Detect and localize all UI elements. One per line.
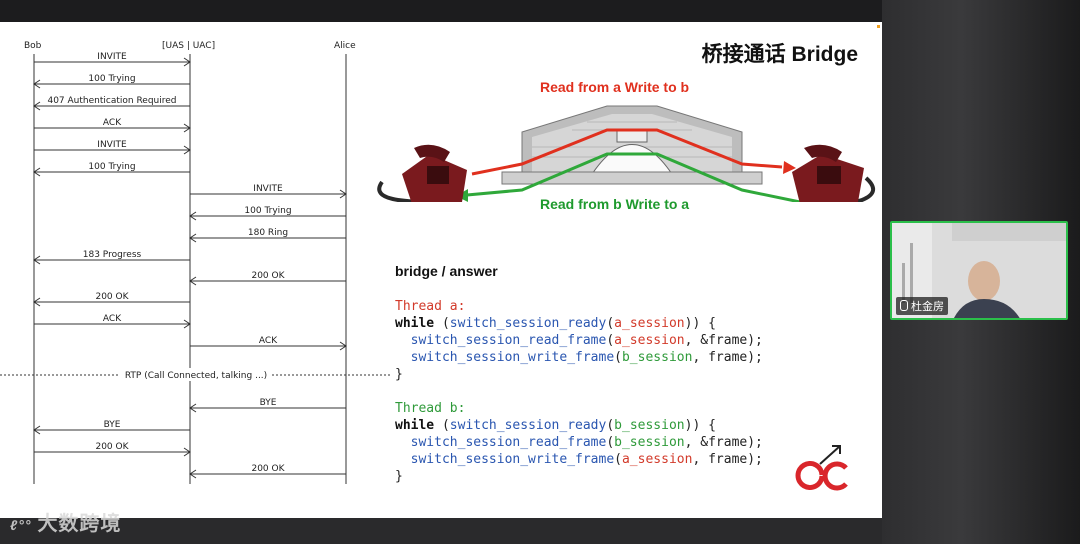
sequence-arrowhead — [33, 79, 41, 89]
sequence-message-label: INVITE — [97, 52, 127, 62]
lane-uas-uac: [UAS | UAC] — [162, 41, 215, 51]
sequence-arrowhead — [183, 123, 191, 133]
sequence-arrowhead — [183, 145, 191, 155]
bottom-bar — [0, 518, 882, 544]
sip-sequence-diagram: Bob [UAS | UAC] Alice INVITE 100 Trying 40… — [0, 41, 390, 484]
sequence-message-label: ACK — [259, 336, 278, 346]
bridge-illustration — [377, 105, 875, 202]
sequence-arrowhead — [339, 189, 347, 199]
sequence-arrowhead — [189, 211, 197, 221]
sequence-arrowhead — [339, 341, 347, 351]
lane-alice: Alice — [334, 41, 356, 51]
sequence-arrowhead — [33, 167, 41, 177]
bridge-bottom-label: Read from b Write to a — [540, 196, 690, 212]
sequence-message-label: 100 Trying — [88, 74, 135, 84]
code-title: bridge / answer — [395, 263, 498, 279]
sequence-arrowhead — [33, 101, 41, 111]
sequence-message-label: INVITE — [253, 184, 283, 194]
sequence-arrowhead — [33, 255, 41, 265]
sequence-arrowhead — [183, 319, 191, 329]
sequence-arrowhead — [189, 276, 197, 286]
participant-video-tile[interactable]: 杜金房 — [890, 221, 1068, 320]
sequence-message-label: 200 OK — [95, 442, 129, 452]
sequence-message-label: BYE — [260, 398, 277, 408]
sequence-arrowhead — [183, 447, 191, 457]
top-bar — [0, 0, 1080, 22]
logo-icon — [795, 445, 848, 491]
participant-name: 杜金房 — [896, 297, 948, 315]
sequence-arrowhead — [33, 425, 41, 435]
right-phone-icon — [792, 144, 875, 202]
sequence-message-label: ACK — [103, 118, 122, 128]
sequence-message-label: ACK — [103, 314, 122, 324]
lane-bob: Bob — [24, 41, 42, 51]
sequence-message-label: 200 OK — [251, 464, 285, 474]
sequence-message-label: INVITE — [97, 140, 127, 150]
indicator-dot — [877, 25, 880, 28]
sequence-message-label: 100 Trying — [88, 162, 135, 172]
sequence-arrowhead — [33, 297, 41, 307]
sequence-message-label: 183 Progress — [83, 250, 142, 260]
watermark: ℓ°°大数跨境 — [10, 513, 122, 535]
sequence-arrowhead — [183, 57, 191, 67]
sequence-message-label: 180 Ring — [248, 228, 288, 238]
slide-title: 桥接通话 Bridge — [701, 43, 858, 66]
sequence-message-label: 200 OK — [251, 271, 285, 281]
watermark-logo-icon: ℓ°° — [10, 517, 32, 533]
bridge-top-label: Read from a Write to b — [540, 79, 690, 95]
sequence-message-label: 100 Trying — [244, 206, 291, 216]
sequence-arrowhead — [189, 403, 197, 413]
sequence-arrowhead — [189, 469, 197, 479]
presentation-slide: Bob [UAS | UAC] Alice INVITE 100 Trying 40… — [0, 22, 882, 518]
sequence-message-label: 200 OK — [95, 292, 129, 302]
sequence-message-label: 407 Authentication Required — [47, 96, 176, 106]
code-block: Thread a: while (switch_session_ready(a_… — [395, 299, 763, 484]
sequence-message-label: BYE — [104, 420, 121, 430]
microphone-icon — [900, 300, 908, 311]
sequence-arrowhead — [189, 233, 197, 243]
rtp-label: RTP (Call Connected, talking ...) — [125, 371, 267, 381]
left-phone-icon — [377, 144, 467, 202]
